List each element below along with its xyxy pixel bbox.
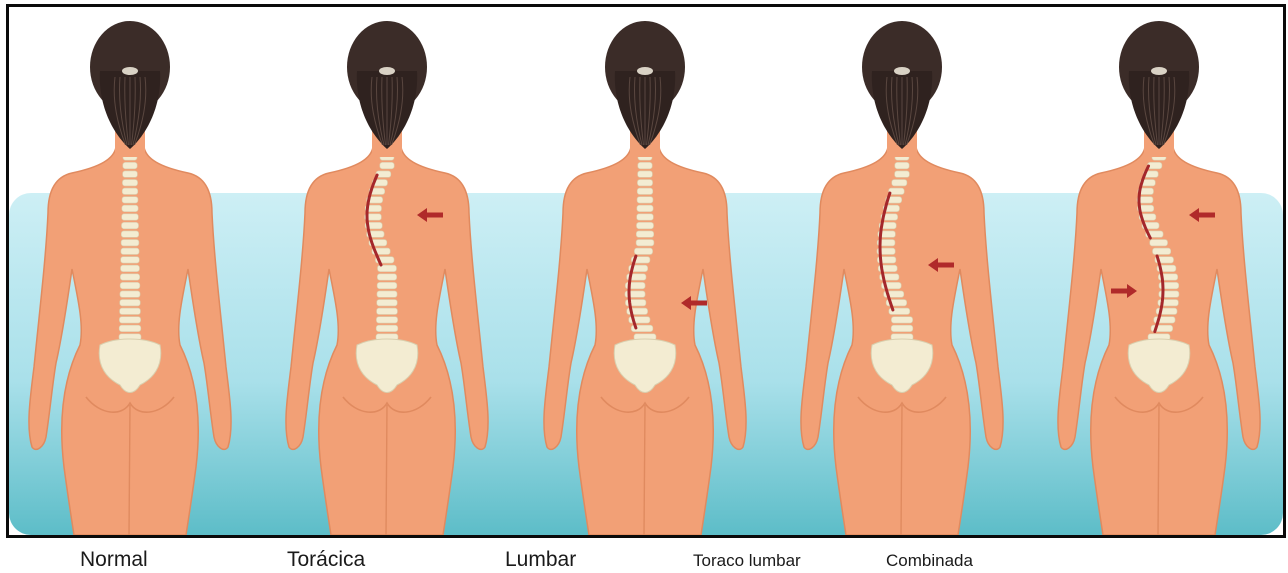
- caption-toracica: Torácica: [287, 548, 365, 572]
- vertebra: [891, 317, 912, 323]
- vertebra: [637, 188, 653, 194]
- vertebra: [637, 180, 652, 186]
- caption-toraco-lumbar: Toraco lumbar: [693, 551, 801, 571]
- vertebra: [123, 162, 137, 168]
- vertebra: [637, 214, 654, 220]
- vertebra: [895, 171, 910, 177]
- vertebra: [892, 180, 907, 186]
- leg-gap: [644, 405, 645, 535]
- vertebra: [377, 291, 397, 297]
- hair-tie: [379, 67, 395, 75]
- vertebra: [122, 205, 138, 211]
- vertebra: [122, 197, 138, 203]
- vertebra: [637, 197, 653, 203]
- caption-lumbar: Lumbar: [505, 548, 576, 572]
- vertebra: [121, 265, 140, 271]
- vertebra: [120, 300, 140, 306]
- vertebra: [122, 188, 138, 194]
- vertebra: [638, 162, 652, 168]
- leg-gap: [1158, 405, 1159, 535]
- caption-row: Normal Torácica Lumbar Toraco lumbar Com…: [0, 544, 1288, 572]
- vertebra: [634, 248, 652, 254]
- vertebra: [119, 317, 140, 323]
- vertebra: [120, 308, 141, 314]
- leg-gap: [129, 405, 130, 535]
- vertebra: [636, 240, 654, 246]
- hair-tie: [894, 67, 910, 75]
- vertebra: [121, 248, 139, 254]
- vertebra: [122, 214, 139, 220]
- vertebra: [377, 308, 398, 314]
- vertebra: [120, 291, 140, 297]
- scoliosis-illustration: [9, 7, 1283, 535]
- vertebra: [377, 300, 397, 306]
- vertebra: [895, 162, 909, 168]
- vertebra: [1150, 240, 1168, 246]
- hair-tie: [1151, 67, 1167, 75]
- hair-tie: [637, 67, 653, 75]
- vertebra: [1153, 248, 1171, 254]
- hair-tie: [122, 67, 138, 75]
- vertebra: [376, 317, 397, 323]
- caption-normal: Normal: [80, 548, 148, 572]
- vertebra: [119, 325, 141, 331]
- vertebra: [121, 257, 140, 263]
- vertebra: [122, 180, 137, 186]
- leg-gap: [901, 405, 902, 535]
- vertebra: [636, 222, 653, 228]
- vertebra: [121, 222, 138, 228]
- caption-combinada: Combinada: [886, 551, 973, 571]
- vertebra: [376, 325, 398, 331]
- vertebra: [121, 231, 138, 237]
- vertebra: [638, 171, 653, 177]
- vertebra: [377, 274, 396, 280]
- vertebra: [380, 162, 394, 168]
- vertebra: [120, 282, 140, 288]
- vertebra: [121, 240, 139, 246]
- vertebra: [120, 274, 139, 280]
- leg-gap: [386, 405, 387, 535]
- vertebra: [891, 325, 913, 331]
- vertebra: [377, 282, 397, 288]
- vertebra: [637, 205, 653, 211]
- vertebra: [123, 171, 138, 177]
- illustration-frame: [6, 4, 1286, 538]
- vertebra: [636, 231, 653, 237]
